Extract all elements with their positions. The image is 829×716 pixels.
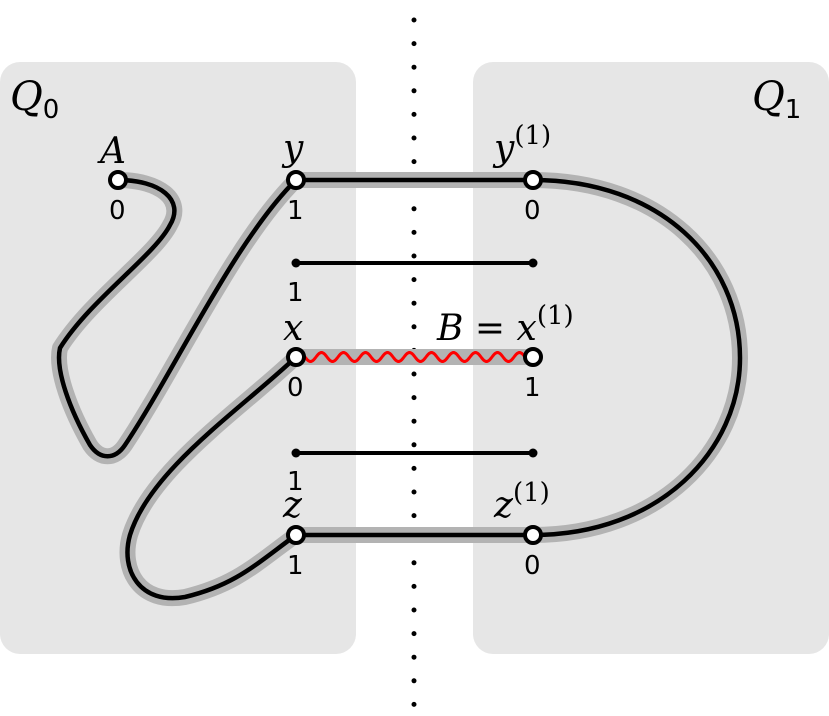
label-z1: z(1) bbox=[493, 478, 550, 526]
value-a: 0 bbox=[109, 196, 126, 226]
node-x bbox=[286, 347, 306, 367]
region-q0-label: Q0 bbox=[10, 74, 59, 125]
special-wavy-edge bbox=[303, 351, 526, 363]
value-middle-upper: 1 bbox=[287, 278, 304, 308]
value-z1: 0 bbox=[524, 551, 541, 581]
value-y: 1 bbox=[287, 196, 304, 226]
region-q1-label: Q1 bbox=[752, 74, 801, 125]
node-z1 bbox=[523, 525, 543, 545]
value-x: 0 bbox=[287, 373, 304, 403]
middle-edge-upper-left-dot bbox=[291, 258, 301, 268]
label-z: z bbox=[282, 485, 303, 526]
label-x1: B = x(1) bbox=[436, 301, 574, 349]
vertex-nodes bbox=[108, 170, 543, 545]
value-x1: 1 bbox=[524, 373, 541, 403]
middle-edge-upper-right-dot bbox=[528, 258, 538, 268]
middle-edge-lower-left-dot bbox=[291, 448, 301, 458]
node-y bbox=[286, 170, 306, 190]
label-y: y bbox=[281, 128, 304, 169]
region-q1 bbox=[473, 62, 829, 654]
node-z bbox=[286, 525, 306, 545]
node-y1 bbox=[523, 170, 543, 190]
label-x: x bbox=[283, 308, 303, 349]
value-z: 1 bbox=[287, 551, 304, 581]
node-a bbox=[108, 170, 128, 190]
label-y1: y(1) bbox=[492, 121, 551, 169]
path-line bbox=[56, 177, 743, 601]
value-middle-lower: 1 bbox=[287, 467, 304, 497]
middle-edge-lower-right-dot bbox=[528, 448, 538, 458]
node-x1 bbox=[523, 347, 543, 367]
label-a: A bbox=[97, 131, 126, 172]
value-y1: 0 bbox=[524, 196, 541, 226]
